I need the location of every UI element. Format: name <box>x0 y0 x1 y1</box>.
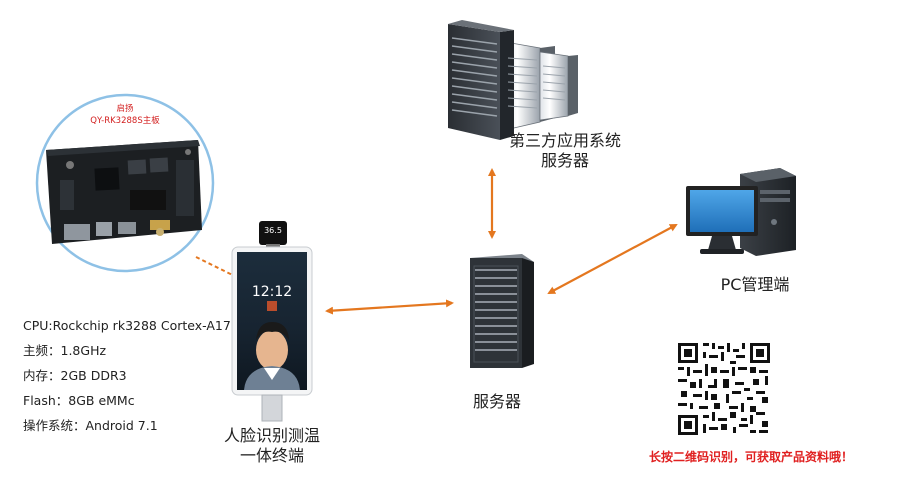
spec-frequency: 主频：1.8GHz <box>23 343 107 358</box>
terminal-label: 人脸识别测温 一体终端 <box>200 426 344 466</box>
qr-caption: 长按二维码识别，可获取产品资料哦！ <box>648 450 853 464</box>
pc-label: PC管理端 <box>720 275 790 294</box>
pc-icon <box>686 168 796 256</box>
server-pc-arrow <box>547 224 678 294</box>
board-specs: CPU:Rockchip rk3288 Cortex-A17 主频：1.8GHz… <box>23 318 231 443</box>
third-party-server-icon <box>448 20 578 140</box>
third-party-label-line2: 服务器 <box>540 151 589 170</box>
temperature-readout: 36.5 <box>264 226 282 235</box>
board-circle <box>35 93 215 273</box>
spec-memory: 内存：2GB DDR3 <box>23 368 127 383</box>
rk3288-board-image <box>46 140 202 244</box>
board-brand: 启扬 <box>116 104 134 114</box>
terminal-clock: 12:12 <box>251 284 293 300</box>
terminal-label-line2: 一体终端 <box>239 446 304 465</box>
spec-cpu: CPU:Rockchip rk3288 Cortex-A17 <box>23 318 231 333</box>
third-party-label-line1: 第三方应用系统 <box>508 131 621 150</box>
board-caption: 启扬 QY-RK3288S主板 <box>60 103 190 127</box>
third-party-server-label: 第三方应用系统 服务器 <box>490 131 640 171</box>
spec-os: 操作系统：Android 7.1 <box>23 418 158 433</box>
face-terminal-icon <box>231 221 313 422</box>
terminal-label-line1: 人脸识别测温 <box>223 426 320 445</box>
spec-flash: Flash：8GB eMMc <box>23 393 135 408</box>
board-model: QY-RK3288S主板 <box>90 116 160 126</box>
server-tower-icon <box>470 254 534 368</box>
qr-code <box>676 341 772 437</box>
server-label: 服务器 <box>472 392 521 411</box>
terminal-server-arrow <box>325 299 454 315</box>
